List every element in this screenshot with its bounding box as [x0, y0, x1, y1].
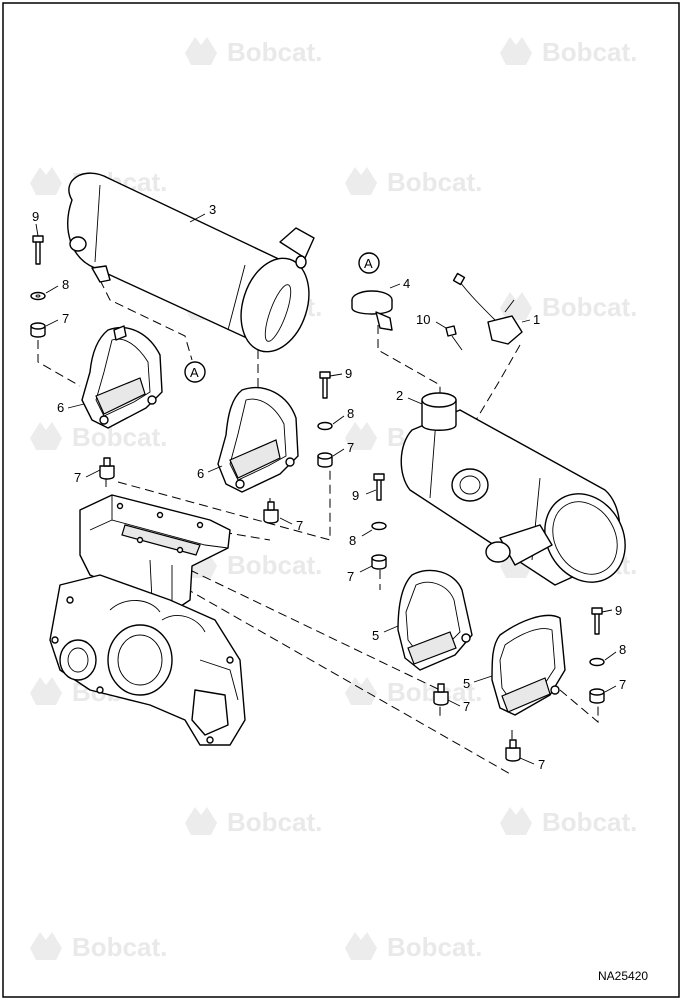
- bolt-part-9: [35, 239, 41, 265]
- callout-7: 7: [74, 470, 81, 485]
- assembly-line: [469, 344, 521, 431]
- washer-part-8: [317, 421, 333, 431]
- callout-8: 8: [62, 277, 69, 292]
- callout-5: 5: [372, 628, 379, 643]
- isolator-part-7: [505, 739, 521, 762]
- reference-marker-label: A: [190, 365, 199, 380]
- dpf-canister-part-2: [400, 392, 626, 586]
- callout-9: 9: [345, 366, 352, 381]
- washer-part-8: [589, 657, 605, 667]
- screw-part-10: [445, 325, 463, 351]
- dpf-band-part-5-left: [397, 569, 473, 671]
- assembly-line: [184, 587, 513, 776]
- assembly-line: [189, 569, 441, 720]
- reference-marker-a-lower: A: [184, 361, 206, 383]
- watermark-text: Bobcat.: [72, 422, 167, 452]
- mount-bracket-part-6-right: [217, 386, 299, 493]
- reference-marker-a-upper: A: [358, 252, 380, 274]
- dpf-band-part-5-right: [491, 614, 566, 716]
- watermark-text: Bobcat.: [542, 292, 637, 322]
- callout-8: 8: [619, 642, 626, 657]
- hardware-stack-right-lower: [589, 607, 605, 704]
- hardware-stack-left: [30, 235, 46, 338]
- watermark-text: Bobcat.: [387, 932, 482, 962]
- callout-9: 9: [32, 209, 39, 224]
- figure-id: NA25420: [598, 969, 648, 983]
- callout-6: 6: [197, 466, 204, 481]
- watermark-logo: Bobcat.: [500, 292, 637, 322]
- sensor-part-1: [452, 272, 523, 345]
- bolt-part-9: [322, 375, 328, 399]
- watermark-logo: Bobcat.: [345, 167, 482, 197]
- callout-9: 9: [615, 603, 622, 618]
- reference-marker-label: A: [364, 256, 373, 271]
- isolator-part-7: [99, 457, 115, 480]
- isolator-part-7: [263, 501, 279, 524]
- isolator-mounts: [99, 457, 521, 762]
- callout-8: 8: [349, 533, 356, 548]
- watermark-logo: Bobcat.: [345, 677, 482, 707]
- callout-7: 7: [347, 569, 354, 584]
- watermark-text: Bobcat.: [542, 37, 637, 67]
- watermark-text: Bobcat.: [542, 807, 637, 837]
- watermark-logo: Bobcat.: [345, 932, 482, 962]
- callout-2: 2: [396, 388, 403, 403]
- callout-5: 5: [463, 676, 470, 691]
- watermark-logo: Bobcat.: [30, 932, 167, 962]
- callout-7: 7: [619, 677, 626, 692]
- assembly-line: [37, 340, 81, 387]
- mount-bracket-part-6-left: [81, 325, 163, 429]
- engine-flywheel-housing: [49, 574, 246, 746]
- washer-part-8: [371, 521, 387, 531]
- callout-4: 4: [403, 276, 410, 291]
- watermark-text: Bobcat.: [72, 932, 167, 962]
- assembly-line: [559, 689, 599, 724]
- washer-part-8: [30, 291, 46, 301]
- callout-8: 8: [347, 406, 354, 421]
- bolt-part-9: [376, 477, 382, 501]
- watermark-text: Bobcat.: [227, 550, 322, 580]
- callout-9: 9: [352, 488, 359, 503]
- callout-3: 3: [209, 202, 216, 217]
- watermark-text: Bobcat.: [227, 807, 322, 837]
- callout-7: 7: [463, 699, 470, 714]
- watermark-logo: Bobcat.: [500, 807, 637, 837]
- assembly-line: [99, 279, 193, 361]
- callout-7: 7: [347, 440, 354, 455]
- assembly-line: [117, 470, 331, 541]
- exhaust-clamp-part-4: [351, 290, 393, 331]
- callout-1: 1: [533, 312, 540, 327]
- callout-10: 10: [416, 312, 430, 327]
- hardware-stack-center: [317, 371, 333, 468]
- hardware-stack-right-upper: [371, 473, 387, 570]
- callout-7: 7: [296, 518, 303, 533]
- watermark-logo: Bobcat.: [500, 37, 637, 67]
- muffler-part-3: [67, 172, 315, 353]
- watermark-logo: Bobcat.: [185, 807, 322, 837]
- assembly-line: [377, 325, 441, 398]
- watermark-logo: Bobcat.: [30, 422, 167, 452]
- watermark-logo: Bobcat.: [185, 37, 322, 67]
- watermark-text: Bobcat.: [387, 167, 482, 197]
- assembly-lines: [37, 279, 599, 776]
- callout-6: 6: [57, 400, 64, 415]
- engine-mount-bracket: [79, 494, 231, 613]
- bolt-part-9: [594, 611, 600, 635]
- callouts: 9 8 7 3 6 7 9 8 7 6 7 4 10: [32, 202, 626, 772]
- callout-7: 7: [62, 311, 69, 326]
- isolator-part-7: [433, 683, 449, 706]
- watermark-text: Bobcat.: [227, 37, 322, 67]
- callout-7: 7: [538, 757, 545, 772]
